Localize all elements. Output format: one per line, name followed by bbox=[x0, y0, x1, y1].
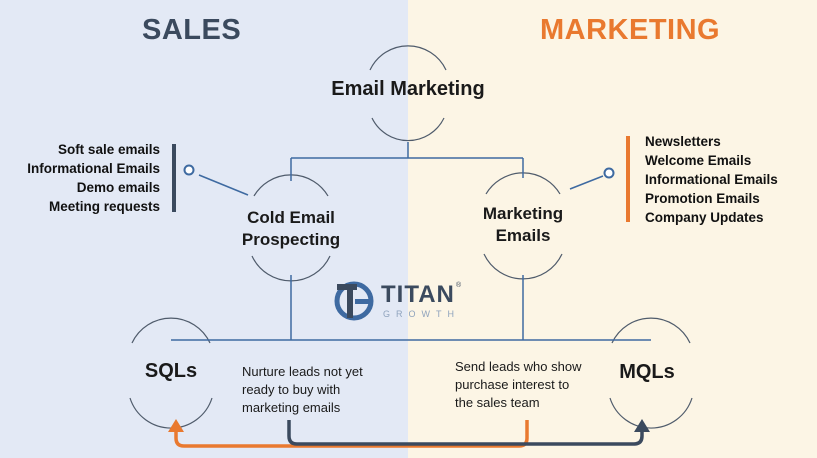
mqls-arc-top bbox=[611, 317, 691, 344]
note-line: Nurture leads not yet bbox=[242, 364, 363, 379]
logo-registered-mark: ® bbox=[456, 282, 462, 289]
list-item: Newsletters bbox=[645, 134, 721, 149]
list-item: Welcome Emails bbox=[645, 153, 752, 168]
node-cold-email-prospecting: Cold Email Prospecting bbox=[218, 207, 364, 251]
node-mqls: MQLs bbox=[619, 361, 675, 383]
cold-email-line1: Cold Email bbox=[247, 208, 335, 227]
cold-email-line2: Prospecting bbox=[241, 230, 341, 249]
marketing-email-types: Newsletters Welcome Emails Informational… bbox=[645, 132, 778, 227]
marketing-panel bbox=[408, 0, 817, 458]
sales-heading: SALES bbox=[142, 14, 242, 46]
marketing-connector-line bbox=[569, 175, 604, 190]
marketing-loop-arrow bbox=[287, 420, 644, 446]
mqls-arc-bottom bbox=[609, 397, 693, 429]
sales-panel bbox=[0, 0, 408, 458]
sqls-arc-bottom bbox=[129, 397, 213, 429]
email-marketing-arc-top bbox=[369, 45, 447, 71]
list-item: Company Updates bbox=[645, 210, 764, 225]
sales-loop-arrow bbox=[174, 420, 529, 448]
node-sqls: SQLs bbox=[144, 360, 198, 382]
list-item: Informational Emails bbox=[27, 161, 160, 176]
marketing-emails-line2: Emails bbox=[495, 226, 551, 245]
node-email-marketing: Email Marketing bbox=[331, 78, 485, 100]
sales-connector-line bbox=[198, 174, 249, 196]
circle-connector-icon bbox=[603, 167, 615, 179]
note-line: marketing emails bbox=[242, 400, 341, 415]
sales-email-types: Soft sale emails Informational Emails De… bbox=[27, 140, 160, 216]
note-line: the sales team bbox=[455, 395, 540, 410]
list-item: Soft sale emails bbox=[57, 142, 160, 157]
marketing-heading: MARKETING bbox=[540, 14, 721, 46]
list-item: Informational Emails bbox=[645, 172, 778, 187]
titan-logo-icon bbox=[334, 281, 374, 321]
node-marketing-emails: Marketing Emails bbox=[450, 203, 596, 247]
nurture-note: Nurture leads not yet ready to buy with … bbox=[242, 363, 363, 417]
list-item: Promotion Emails bbox=[645, 191, 760, 206]
logo-subtitle: GROWTH bbox=[383, 309, 460, 319]
circle-connector-icon bbox=[183, 164, 195, 176]
arrow-up-left-icon bbox=[168, 419, 184, 432]
marketing-list-bar bbox=[626, 136, 630, 222]
note-line: ready to buy with bbox=[242, 382, 341, 397]
sales-list-bar bbox=[172, 144, 176, 212]
sqls-arc-top bbox=[131, 317, 211, 344]
note-line: purchase interest to bbox=[455, 377, 570, 392]
email-marketing-arc-bottom bbox=[371, 117, 445, 142]
logo-wordmark: TITAN bbox=[381, 281, 455, 308]
list-item: Demo emails bbox=[76, 180, 160, 195]
arrow-up-right-icon bbox=[634, 419, 650, 432]
note-line: Send leads who show bbox=[455, 359, 582, 374]
marketing-emails-line1: Marketing bbox=[482, 204, 564, 223]
send-leads-note: Send leads who show purchase interest to… bbox=[455, 358, 581, 412]
list-item: Meeting requests bbox=[48, 199, 160, 214]
